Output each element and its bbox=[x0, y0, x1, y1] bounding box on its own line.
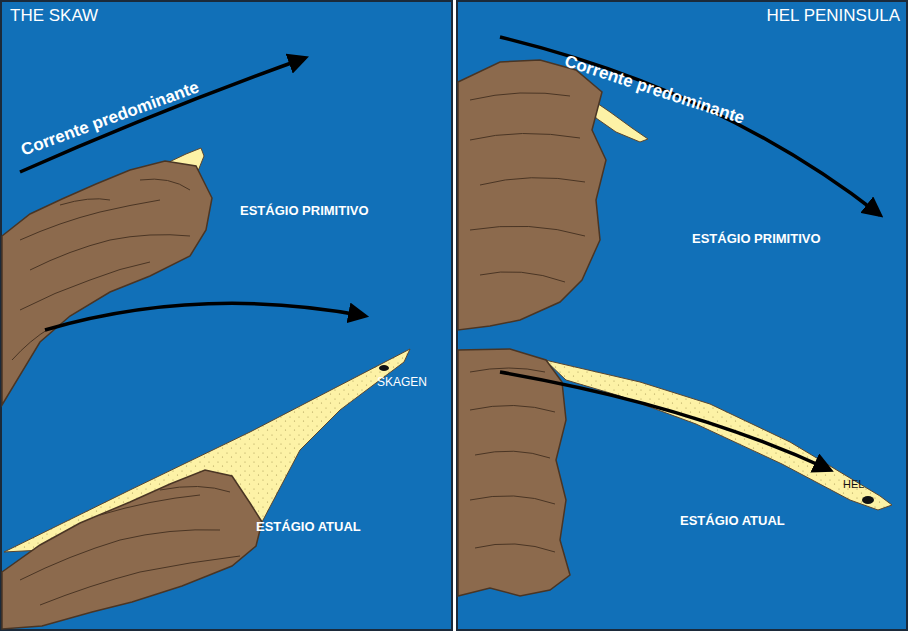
stage-label: ESTÁGIO ATUAL bbox=[680, 514, 785, 528]
land-relief bbox=[20, 486, 240, 605]
stage-label: ESTÁGIO PRIMITIVO bbox=[240, 204, 369, 218]
town-dot bbox=[862, 496, 874, 504]
land-relief bbox=[470, 93, 585, 282]
place-name: SKAGEN bbox=[377, 376, 427, 389]
panel-title: HEL PENINSULA bbox=[766, 7, 900, 26]
town-dot bbox=[379, 365, 389, 371]
place-name: HEL bbox=[843, 478, 864, 490]
current-arrow bbox=[500, 37, 880, 215]
land-mass bbox=[458, 60, 606, 330]
stage-label: ESTÁGIO PRIMITIVO bbox=[692, 232, 821, 246]
land-mass bbox=[2, 161, 212, 405]
sea-panel bbox=[1, 1, 452, 630]
stage-label: ESTÁGIO ATUAL bbox=[256, 520, 361, 534]
land-mass bbox=[2, 470, 262, 629]
current-arrow bbox=[20, 58, 305, 172]
land-relief bbox=[470, 368, 555, 552]
sea-panel bbox=[457, 1, 907, 630]
panel-title: THE SKAW bbox=[10, 7, 98, 26]
sand-spit bbox=[545, 360, 892, 510]
current-arrow bbox=[500, 372, 830, 470]
current-arrow bbox=[45, 303, 365, 330]
land-mass bbox=[458, 349, 570, 596]
land-relief bbox=[12, 179, 190, 360]
